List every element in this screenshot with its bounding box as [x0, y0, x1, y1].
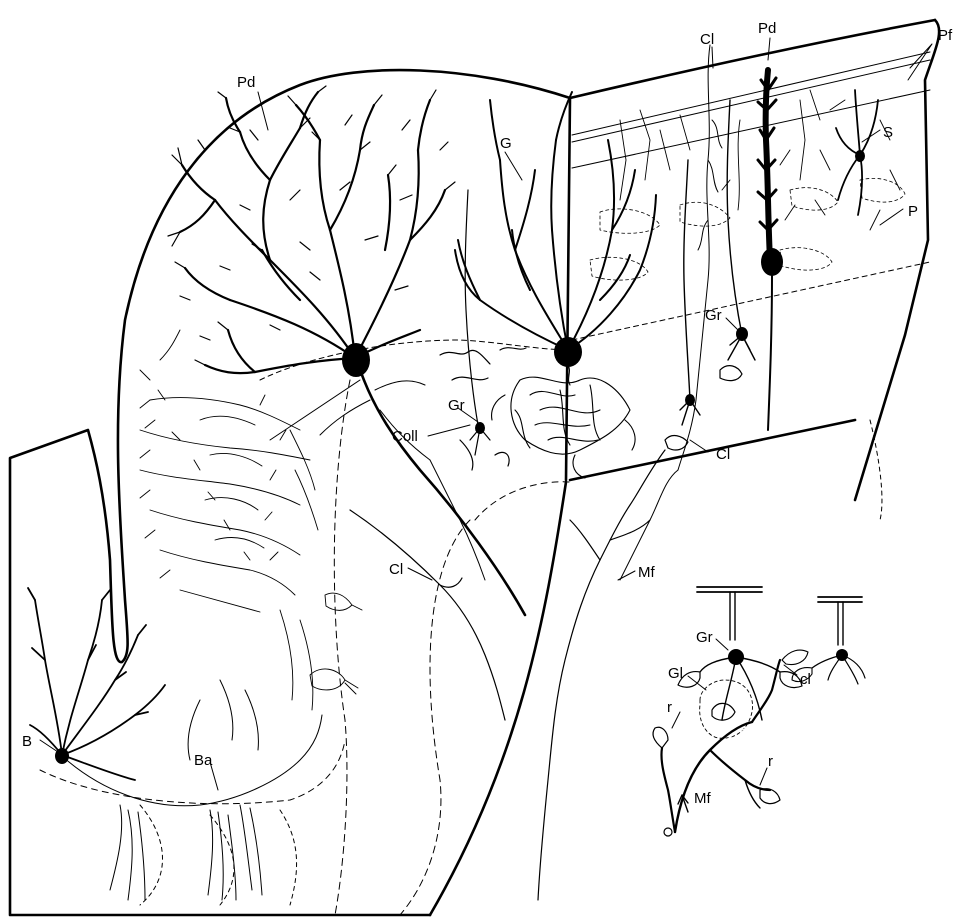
basket-cell-axon-ba — [62, 680, 322, 806]
label-b: B — [22, 733, 32, 750]
mossy-fiber — [538, 450, 665, 900]
label-inset-cl: cl — [800, 671, 811, 688]
granule-cell-right-face — [680, 100, 755, 425]
lower-dendrites — [280, 610, 313, 710]
block-outline — [10, 20, 939, 915]
purkinje-cell-right — [758, 70, 783, 430]
mossy-fiber-rosettes — [665, 366, 742, 450]
label-cl-right: Cl — [716, 446, 730, 463]
label-cl-left: Cl — [389, 561, 403, 578]
purkinje-cell-left-axon — [362, 375, 525, 615]
label-inset-gr: Gr — [696, 629, 713, 646]
granular-layer-outlines — [590, 178, 905, 280]
label-gr-right: Gr — [705, 307, 722, 324]
golgi-cell-soma — [554, 337, 582, 367]
layer-lines — [40, 52, 930, 915]
basket-axon-bottom — [110, 805, 262, 900]
basket-pinceaux — [310, 593, 362, 694]
purkinje-cell-left-fine-dendrites — [168, 86, 455, 365]
inset-diagram — [653, 587, 865, 836]
label-inset-r-right: r — [768, 753, 773, 770]
label-ba: Ba — [194, 752, 213, 769]
label-inset-gl: Gl — [668, 665, 683, 682]
golgi-axon-plexus — [492, 365, 636, 478]
label-inset-mf: Mf — [694, 790, 711, 807]
label-inset-r-left: r — [667, 699, 672, 716]
label-mf: Mf — [638, 564, 655, 581]
climbing-fiber-left — [350, 510, 505, 720]
label-coll: Coll — [392, 428, 418, 445]
label-pd-right: Pd — [758, 20, 776, 37]
purkinje-cell-left-soma — [342, 343, 370, 377]
label-gr-mid: Gr — [448, 397, 465, 414]
label-pd-left: Pd — [237, 74, 255, 91]
label-p: P — [908, 203, 918, 220]
basket-cell-b — [28, 588, 165, 780]
label-g: G — [500, 135, 512, 152]
label-pf: Pf — [938, 27, 953, 44]
golgi-cell-dendrites — [455, 92, 656, 350]
label-cl-top: Cl — [700, 31, 714, 48]
label-s: S — [883, 124, 893, 141]
